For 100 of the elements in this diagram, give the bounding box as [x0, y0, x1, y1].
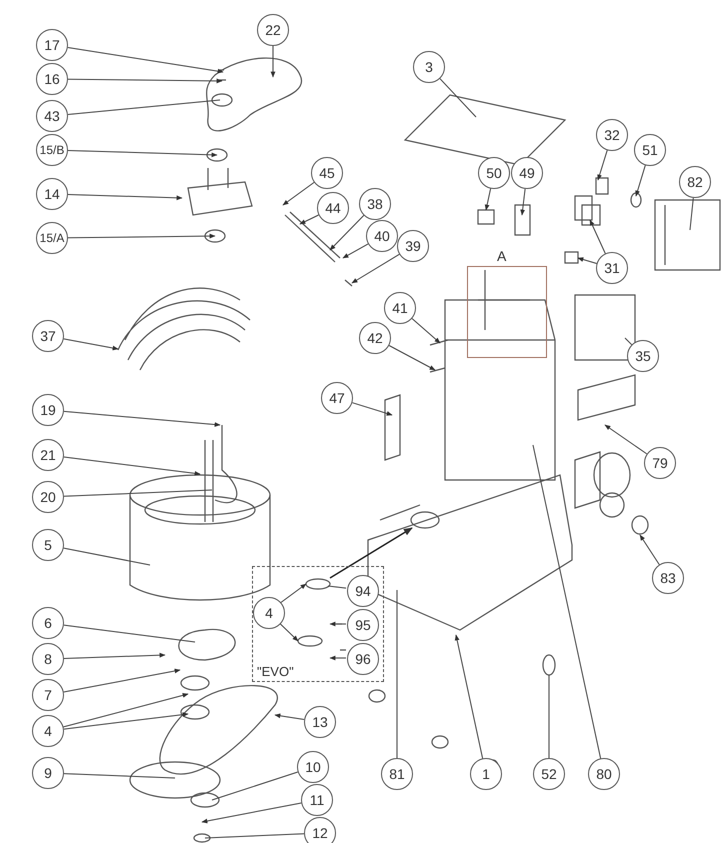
leader-line	[590, 219, 606, 254]
callout-number: 4	[253, 597, 285, 629]
callout-number: 39	[397, 230, 429, 262]
leader-line	[532, 444, 602, 759]
callout-number: 7	[32, 679, 64, 711]
leader-line	[604, 424, 648, 454]
leader-line	[63, 548, 150, 566]
leader-line	[201, 802, 302, 824]
leader-line	[67, 47, 224, 74]
callout-number: 38	[359, 188, 391, 220]
leader-line	[282, 182, 315, 206]
callout-number: 50	[478, 157, 510, 189]
leader-line	[63, 338, 119, 350]
leader-line	[454, 634, 484, 759]
leader-line	[299, 214, 320, 224]
callout-number: 42	[359, 322, 391, 354]
leader-line	[328, 586, 347, 589]
leader-line	[640, 534, 660, 566]
callout-number: 16	[36, 63, 68, 95]
callout-number: 10	[297, 751, 329, 783]
leader-line	[597, 150, 608, 181]
callout-number: 32	[596, 119, 628, 151]
leader-line	[212, 772, 298, 800]
callout-number: 14	[36, 178, 68, 210]
callout-number: 1	[470, 758, 502, 790]
leader-line	[67, 100, 220, 115]
leader-line	[274, 713, 305, 720]
leader-line	[64, 652, 166, 659]
callout-number: 96	[347, 643, 379, 675]
leader-line	[577, 257, 598, 264]
leader-line	[520, 188, 526, 216]
callout-number: 41	[384, 292, 416, 324]
leader-line	[690, 197, 694, 230]
callout-number: 20	[32, 481, 64, 513]
callout-number: 9	[32, 757, 64, 789]
callout-number: 11	[301, 784, 333, 816]
callout-number: 80	[588, 758, 620, 790]
leader-line	[352, 402, 393, 416]
callout-number: 15/B	[36, 134, 68, 166]
leader-line	[64, 490, 212, 497]
callout-number: 19	[32, 394, 64, 426]
leader-line	[204, 833, 304, 838]
callout-number: 3	[413, 51, 445, 83]
callout-number: 83	[652, 562, 684, 594]
leader-line	[330, 214, 364, 250]
leader-line	[270, 46, 276, 78]
leader-line	[279, 622, 298, 642]
callout-number: 45	[311, 157, 343, 189]
callout-number: 8	[32, 643, 64, 675]
callout-number: 81	[381, 758, 413, 790]
callout-number: 35	[627, 340, 659, 372]
leader-line	[68, 194, 183, 200]
leader-line	[63, 624, 196, 642]
leader-line	[63, 693, 189, 728]
leader-line	[440, 78, 476, 118]
leader-line	[63, 456, 201, 476]
callout-number: 15/A	[36, 222, 68, 254]
detail-frame	[252, 566, 384, 682]
callout-number: 79	[644, 447, 676, 479]
leader-line	[342, 243, 369, 258]
callout-number: 43	[36, 100, 68, 132]
callout-number: 17	[36, 29, 68, 61]
leader-line	[396, 590, 398, 758]
callout-number: 40	[366, 220, 398, 252]
callout-number: 47	[321, 382, 353, 414]
detail-label: A	[497, 248, 506, 264]
leader-line	[624, 338, 632, 346]
callout-number: 5	[32, 529, 64, 561]
leader-line	[68, 150, 218, 158]
callout-number: 22	[257, 14, 289, 46]
callout-number: 4	[32, 715, 64, 747]
leader-line	[635, 164, 646, 197]
leader-line	[63, 668, 181, 692]
leader-line	[351, 254, 400, 284]
leader-line	[280, 584, 306, 603]
callout-number: 49	[511, 157, 543, 189]
detail-label: "EVO"	[257, 664, 294, 679]
leader-line	[63, 410, 221, 427]
leader-line	[64, 773, 176, 778]
callout-number: 94	[347, 575, 379, 607]
leader-line	[484, 188, 492, 211]
leader-line	[68, 234, 216, 238]
callout-number: 95	[347, 609, 379, 641]
callout-number: 82	[679, 166, 711, 198]
callout-number: 52	[533, 758, 565, 790]
leader-line	[68, 78, 223, 84]
leader-line	[412, 318, 440, 344]
leader-line	[388, 345, 436, 370]
callout-number: 13	[304, 706, 336, 738]
leader-line	[63, 712, 189, 730]
callout-number: 31	[596, 252, 628, 284]
callout-number: 44	[317, 192, 349, 224]
callout-number: 37	[32, 320, 64, 352]
callout-number: 12	[304, 817, 336, 843]
leader-line	[329, 656, 346, 660]
leader-line	[548, 674, 550, 758]
callout-number: 6	[32, 607, 64, 639]
callout-number: 21	[32, 439, 64, 471]
callout-number: 51	[634, 134, 666, 166]
leader-line	[329, 622, 346, 626]
